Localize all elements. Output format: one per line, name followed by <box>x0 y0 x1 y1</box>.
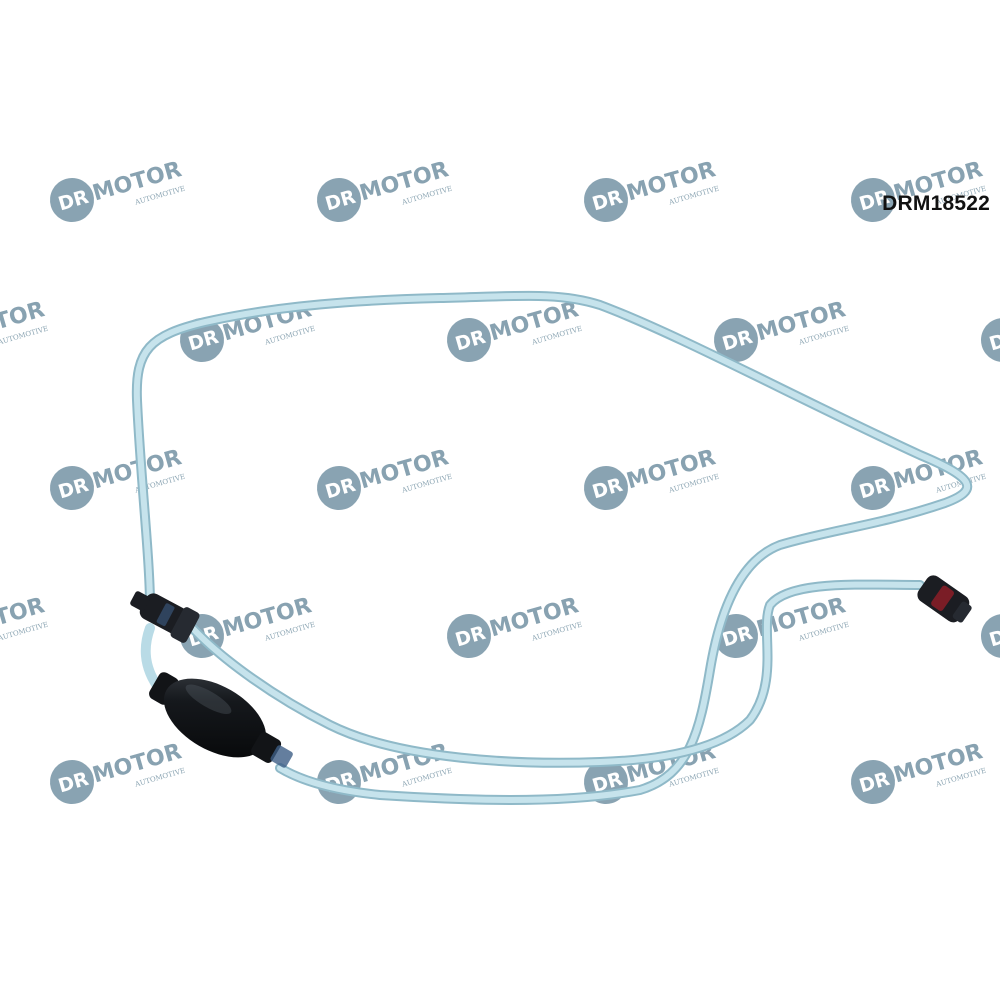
right-quick-connector <box>917 575 972 623</box>
primer-bulb <box>149 672 293 768</box>
left-quick-connector <box>130 591 200 643</box>
fuel-hose-assembly <box>130 290 972 805</box>
hose-outer <box>133 292 970 803</box>
svg-text:DR: DR <box>987 326 1000 356</box>
part-code: DRM18522 <box>882 192 990 215</box>
svg-text:DR: DR <box>987 622 1000 652</box>
hose-inner <box>182 581 923 766</box>
